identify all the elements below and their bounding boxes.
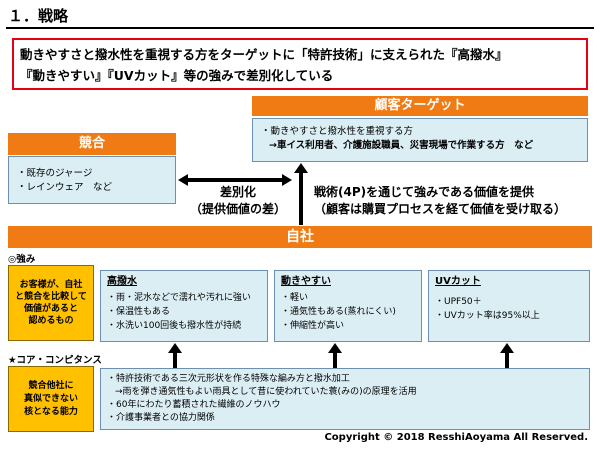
strength-item: ・軽い <box>281 293 309 303</box>
value-arrow-up <box>294 163 308 225</box>
core-explainer-line: 核となる能力 <box>24 406 78 417</box>
core-item: ・60年にわたり蓄積された繊維のノウハウ <box>107 400 281 410</box>
strength-item: ・伸縮性が高い <box>281 321 345 331</box>
strength-box-uv-cut: UVカット ・UPF50＋ ・UVカット率は95%以上 <box>428 270 590 342</box>
core-item: →雨を弾き通気性もよい雨具として昔に使われていた蓑(みの)の原理を活用 <box>115 387 417 397</box>
customer-target-line-1: ・動きやすさと撥水性を重視する方 <box>261 126 414 137</box>
core-item: ・特許技術である三次元形状を作る特殊な編み方と撥水加工 <box>107 374 350 384</box>
competition-header: 競合 <box>8 133 176 155</box>
company-header: 自社 <box>8 226 592 248</box>
core-arrow-up-1 <box>168 343 182 368</box>
strength-heading: 動きやすい <box>281 276 331 287</box>
value-delivery-text: 戦術(4P)を通じて強みである価値を提供 （顧客は購買プロセスを経て価値を受け取… <box>314 184 566 218</box>
strengths-label: ◎強み <box>8 254 36 265</box>
strength-item: ・雨・泥水などで濡れや汚れに強い <box>107 293 251 303</box>
page-title: １．戦略 <box>8 7 69 25</box>
core-competence-box: ・特許技術である三次元形状を作る特殊な編み方と撥水加工 →雨を弾き通気性もよい雨… <box>100 368 590 430</box>
strengths-explainer: お客様が、自社 と競合を比較して 価値があると 認めるもの <box>8 265 94 341</box>
strength-item: ・UVカット率は95%以上 <box>435 311 540 321</box>
strength-box-high-water-repellency: 高撥水 ・雨・泥水などで濡れや汚れに強い ・保温性もある ・水洗い100回後も撥… <box>100 270 268 342</box>
differentiation-line-1: 差別化 <box>219 185 256 199</box>
customer-target-line-2: →車イス利用者、介護施設職員、災害現場で作業する方 など <box>269 140 534 151</box>
core-competence-explainer: 競合他社に 真似できない 核となる能力 <box>8 366 94 432</box>
strengths-explainer-line: 価値があると <box>23 304 78 314</box>
core-explainer-line: 競合他社に <box>28 380 74 391</box>
strengths-explainer-line: と競合を比較して <box>15 292 87 302</box>
value-delivery-line-2: （顧客は購買プロセスを経て価値を受け取る） <box>314 202 567 216</box>
strength-item: ・保温性もある <box>107 307 171 317</box>
headline-line-1: 動きやすさと撥水性を重視する方をターゲットに「特許技術」に支えられた『高撥水』 <box>20 47 508 62</box>
value-delivery-line-1: 戦術(4P)を通じて強みである価値を提供 <box>314 185 534 199</box>
competition-item-1: ・既存のジャージ <box>17 168 93 179</box>
strengths-explainer-line: 認めるもの <box>28 316 74 326</box>
differentiation-line-2: （提供価値の差） <box>189 202 286 216</box>
strength-box-easy-movement: 動きやすい ・軽い ・通気性もある(蒸れにくい) ・伸縮性が高い <box>274 270 422 342</box>
core-item: ・介護事業者との協力関係 <box>107 413 215 423</box>
strength-item: ・UPF50＋ <box>435 297 482 307</box>
core-arrow-up-2 <box>328 343 342 368</box>
title-divider <box>6 27 594 29</box>
strength-item: ・通気性もある(蒸れにくい) <box>281 307 396 317</box>
headline-box: 動きやすさと撥水性を重視する方をターゲットに「特許技術」に支えられた『高撥水』 … <box>12 38 588 90</box>
competition-item-2: ・レインウェア など <box>17 182 113 193</box>
strength-item: ・水洗い100回後も撥水性が持続 <box>107 321 242 331</box>
core-arrow-up-3 <box>500 343 514 368</box>
core-explainer-line: 真似できない <box>23 393 78 404</box>
strengths-explainer-line: お客様が、自社 <box>19 280 83 290</box>
strength-heading: 高撥水 <box>107 276 137 287</box>
differentiation-text: 差別化 （提供価値の差） <box>188 184 288 218</box>
strength-heading: UVカット <box>435 276 481 287</box>
competition-box: ・既存のジャージ ・レインウェア など <box>8 156 176 204</box>
core-competence-label: ★コア・コンピタンス <box>8 355 102 366</box>
copyright: Copyright © 2018 ResshiAoyama All Reserv… <box>324 432 588 443</box>
customer-target-box: ・動きやすさと撥水性を重視する方 →車イス利用者、介護施設職員、災害現場で作業す… <box>252 118 588 162</box>
headline-line-2: 『動きやすい』『UVカット』等の強みで差別化している <box>20 68 334 83</box>
differentiation-arrow <box>178 174 292 186</box>
customer-target-header: 顧客ターゲット <box>252 96 588 116</box>
